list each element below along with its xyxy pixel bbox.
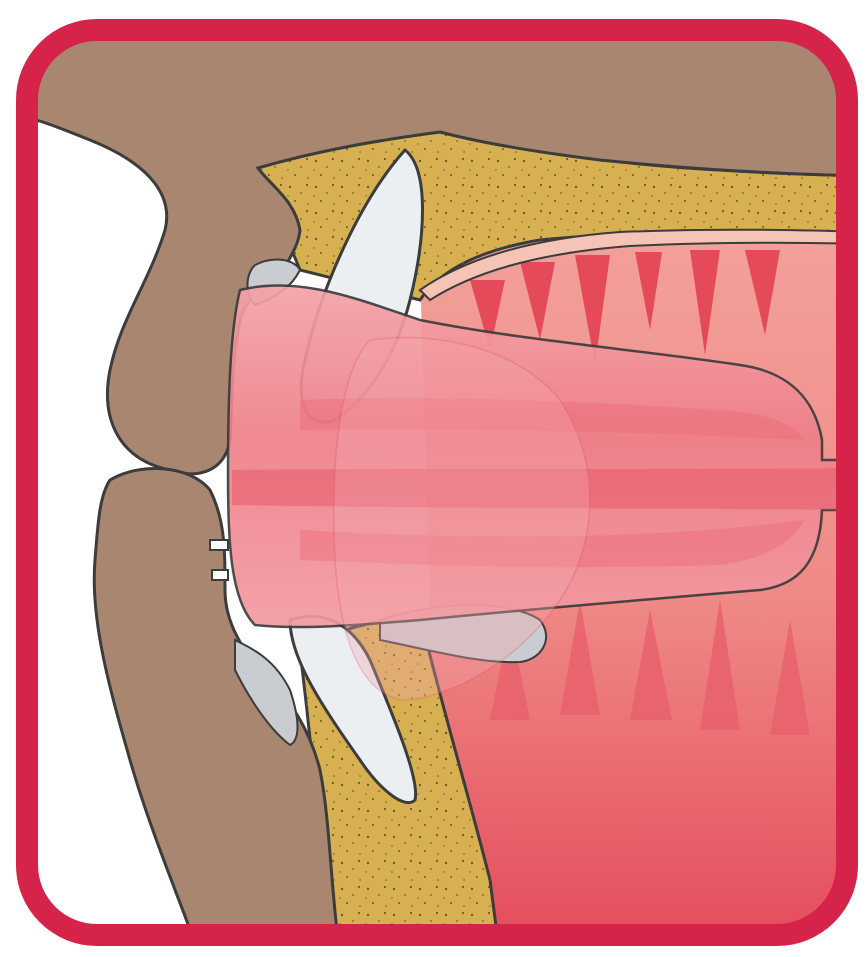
anatomy-illustration xyxy=(0,0,866,957)
mouth-cross-section-svg xyxy=(0,0,866,957)
